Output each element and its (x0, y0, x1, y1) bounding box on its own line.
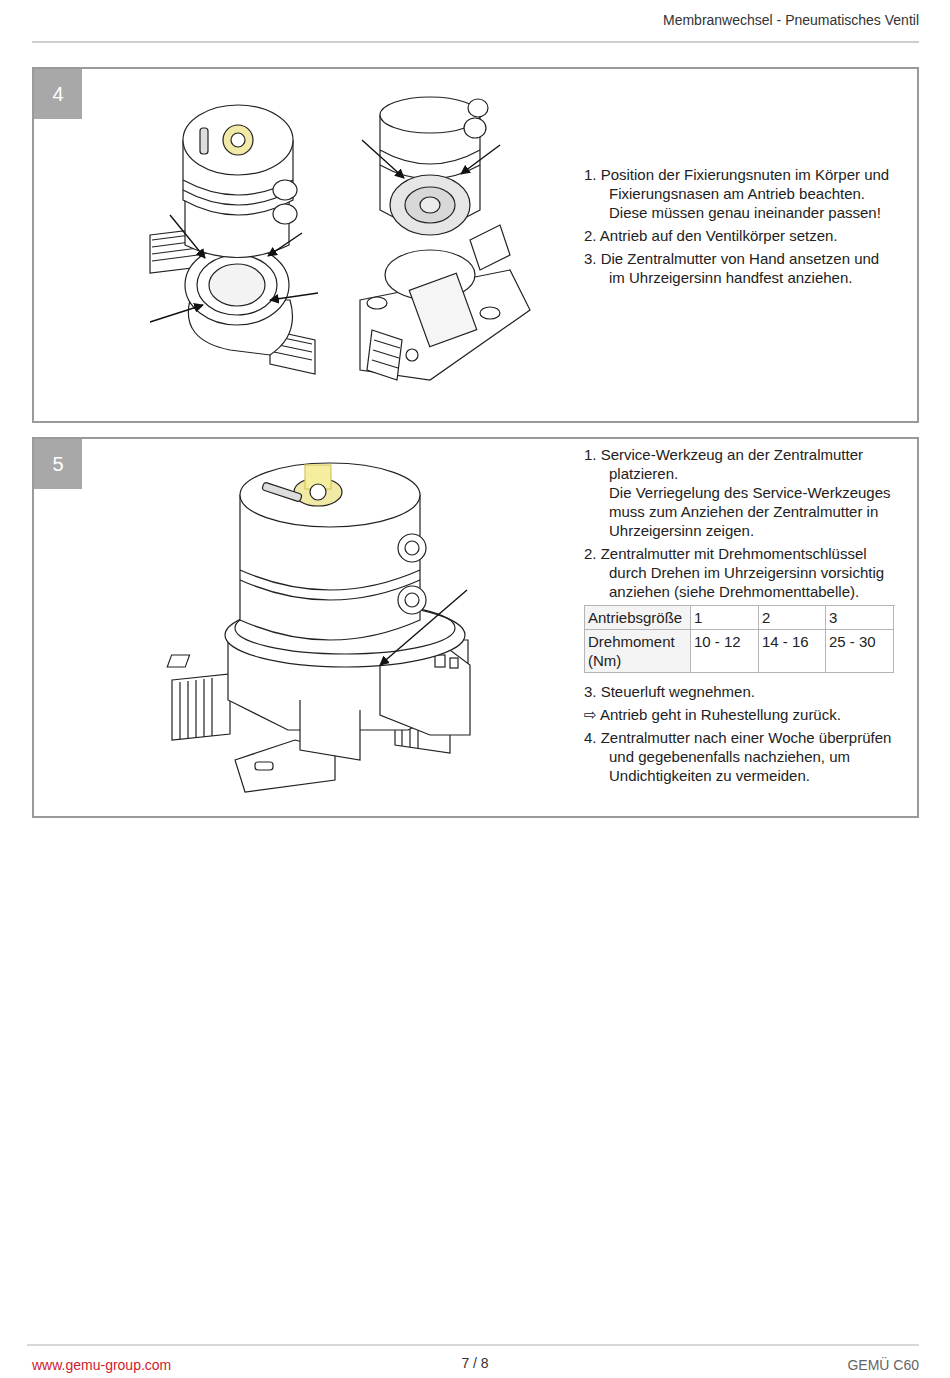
step-number-text: 4 (52, 82, 63, 106)
table-cell: 25 - 30 (826, 630, 894, 673)
table-cell: 3 (826, 606, 894, 630)
page-number: 7 / 8 (461, 1355, 488, 1371)
footer-url: www.gemu-group.com (32, 1357, 171, 1373)
step-panel: 1. Service-Werkzeug an der Zentralmutter… (32, 437, 919, 818)
table-cell: 2 (759, 606, 826, 630)
footer-rule (27, 1345, 919, 1346)
callout-arrow (380, 590, 467, 665)
valve-with-service-tool (167, 463, 470, 792)
table-cell: Drehmoment (Nm) (585, 630, 691, 673)
table-cell: 14 - 16 (759, 630, 826, 673)
instruction-step: 2. Zentralmutter mit Drehmomentschlüssel… (584, 544, 896, 601)
table-cell: Antriebsgröße (585, 606, 691, 630)
instruction-step: 3. Die Zentralmutter von Hand ansetzen u… (584, 249, 896, 287)
instruction-step: 1. Position der Fixierungsnuten im Körpe… (584, 165, 896, 222)
callout-arrows (362, 140, 500, 178)
actuator-underside-and-body (360, 97, 530, 380)
instruction-column: 1. Service-Werkzeug an der Zentralmutter… (584, 445, 896, 789)
footer-product: GEMÜ C60 (847, 1357, 919, 1373)
header-rule (32, 42, 919, 43)
instruction-note: Die Verriegelung des Service-Werkzeuges … (584, 483, 896, 540)
instruction-step: 2. Antrieb auf den Ventilkörper setzen. (584, 226, 896, 245)
step-panel: 1. Position der Fixierungsnuten im Körpe… (32, 67, 919, 423)
running-header: Membranwechsel - Pneumatisches Ventil (663, 12, 919, 28)
instruction-step: 3. Steuerluft wegnehmen. (584, 682, 896, 701)
step-number-text: 5 (52, 452, 63, 476)
callout-arrows (150, 215, 318, 322)
step-number: 5 (34, 439, 82, 489)
torque-table: Antriebsgröße123Drehmoment (Nm)10 - 1214… (584, 605, 895, 673)
table-cell: 1 (691, 606, 759, 630)
instruction-step: 1. Service-Werkzeug an der Zentralmutter… (584, 445, 896, 483)
instruction-step: ⇨ Antrieb geht in Ruhestellung zurück. (584, 705, 896, 724)
instruction-column: 1. Position der Fixierungsnuten im Körpe… (584, 165, 896, 291)
instruction-step: 4. Zentralmutter nach einer Woche überpr… (584, 728, 896, 785)
table-cell: 10 - 12 (691, 630, 759, 673)
valve-actuator-on-body (150, 105, 315, 374)
step-number: 4 (34, 69, 82, 119)
